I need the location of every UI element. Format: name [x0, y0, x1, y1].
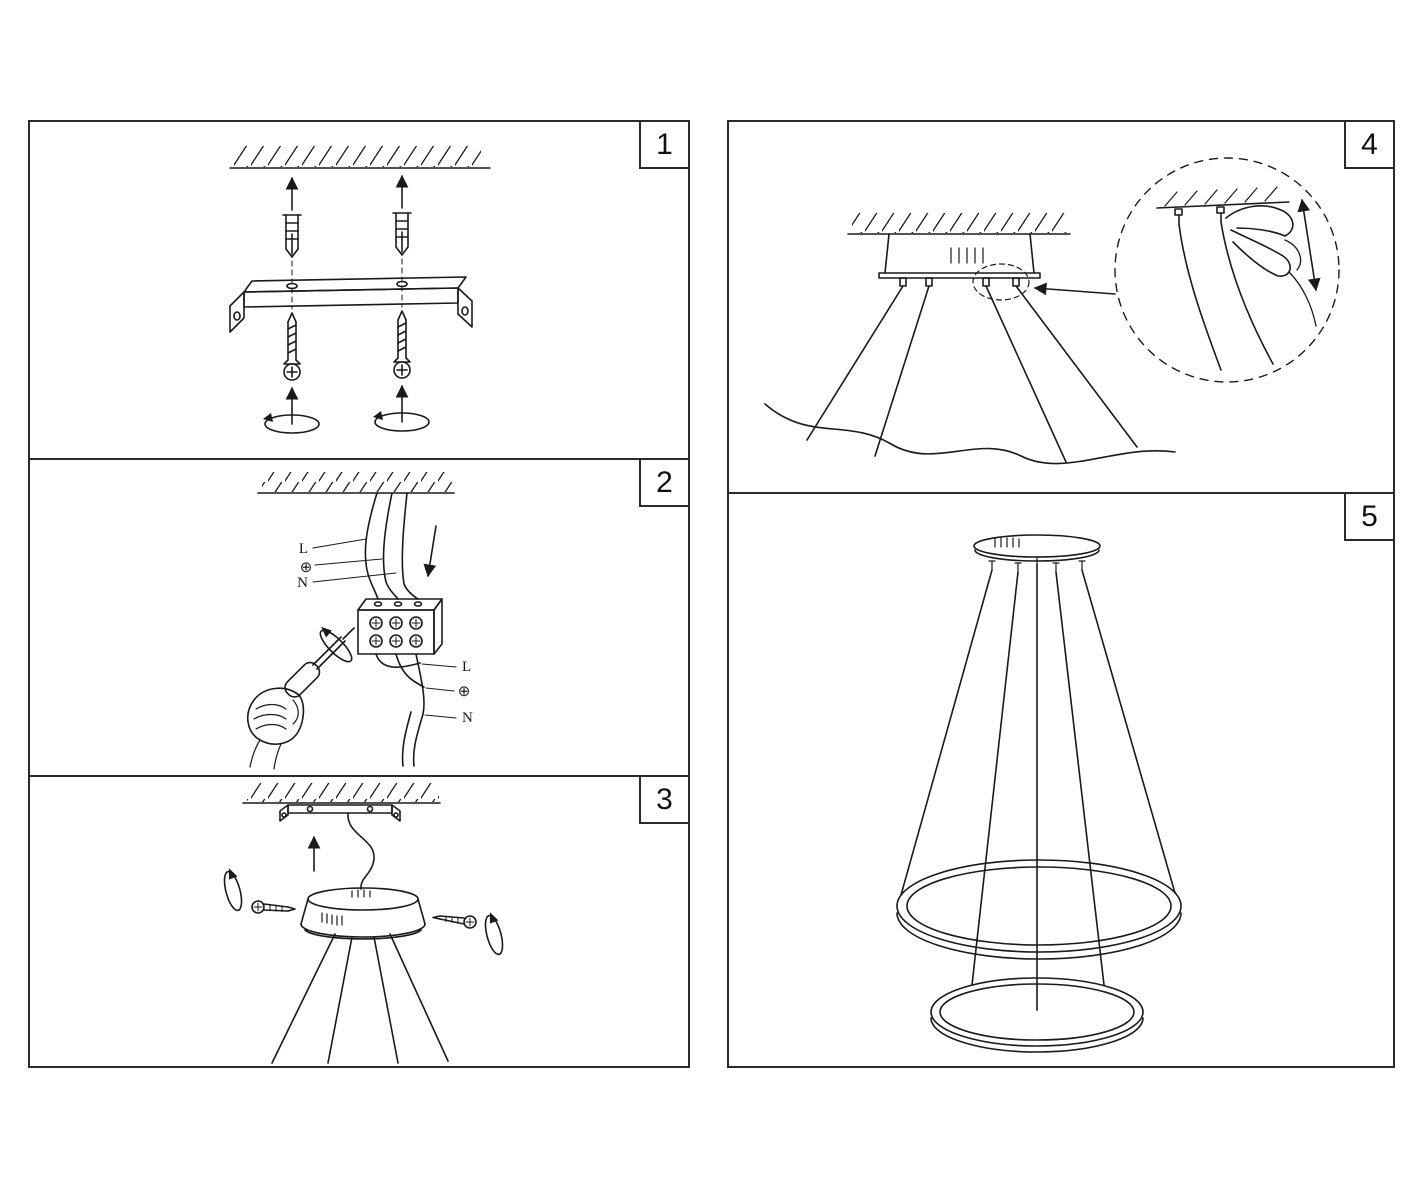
ring-small [930, 977, 1144, 1053]
pinching-hand [1225, 205, 1317, 327]
wall-anchor-right [392, 174, 412, 308]
screw-right [432, 915, 477, 929]
wire-labels-bottom: L ⊕ N [421, 659, 473, 726]
ceiling-hatch [847, 213, 1071, 235]
step-number-3: 3 [639, 777, 688, 824]
suspension-cables [900, 563, 1176, 1011]
cable-gripper-left [1174, 208, 1222, 371]
rotation-arrow-icon-left [263, 386, 320, 434]
screw-left [283, 312, 301, 381]
power-cable [347, 812, 375, 890]
ceiling-hatch [242, 783, 441, 804]
up-down-arrow-icon [1297, 198, 1321, 292]
step-panel-5: 5 [727, 492, 1395, 1068]
step-number-5: 5 [1344, 494, 1393, 541]
mounting-bracket [279, 804, 401, 822]
wire-labels-top: L ⊕ N [297, 538, 397, 591]
magnified-region-circle [972, 263, 1116, 301]
rotation-arrow-icon-right [373, 384, 430, 432]
hanging-cables [271, 933, 449, 1064]
ceiling-hatch [257, 472, 455, 494]
earth-icon-bottom: ⊕ [458, 684, 471, 700]
canopy [973, 534, 1101, 573]
label-live-bottom: L [462, 659, 471, 675]
label-live-top: L [299, 541, 308, 557]
step-2-illustration: L ⊕ N [247, 472, 473, 770]
rotation-arrow-icon [319, 626, 353, 663]
step-number-1: 1 [639, 122, 688, 169]
screwdriver [284, 627, 355, 698]
suspension-cables [806, 285, 1138, 463]
earth-icon-top: ⊕ [300, 560, 313, 576]
step-panel-1: 1 [28, 120, 690, 460]
step-1-illustration [229, 146, 491, 434]
label-neutral-bottom: N [462, 710, 473, 726]
step-3-illustration [223, 783, 504, 1064]
mounting-bracket [229, 276, 473, 333]
label-neutral-top: N [297, 575, 308, 591]
step-panel-3: 3 [28, 775, 690, 1068]
wall-anchor-left [282, 176, 302, 310]
screw-right [393, 310, 411, 379]
insert-arrow [423, 525, 437, 578]
step-number-2: 2 [639, 460, 688, 507]
cable-gripper-right [1216, 206, 1274, 365]
output-wires [375, 653, 425, 767]
magnifier-detail [1114, 157, 1340, 383]
step-4-illustration [764, 157, 1340, 465]
ring-large [896, 859, 1182, 960]
ceiling-hatch [229, 146, 491, 169]
step-5-illustration [896, 534, 1182, 1053]
terminal-block [357, 598, 443, 655]
rotation-arrow-icon-left [223, 868, 243, 912]
step-panel-2: 2 L ⊕ [28, 458, 690, 777]
rotation-arrow-icon-right [484, 912, 504, 956]
ceiling-canopy [878, 233, 1041, 287]
step-panel-4: 4 [727, 120, 1395, 494]
break-line [764, 403, 1176, 465]
screw-left [251, 900, 296, 914]
supply-wires [364, 492, 419, 600]
step-number-4: 4 [1344, 122, 1393, 169]
hand [247, 687, 305, 770]
canopy [300, 887, 426, 940]
